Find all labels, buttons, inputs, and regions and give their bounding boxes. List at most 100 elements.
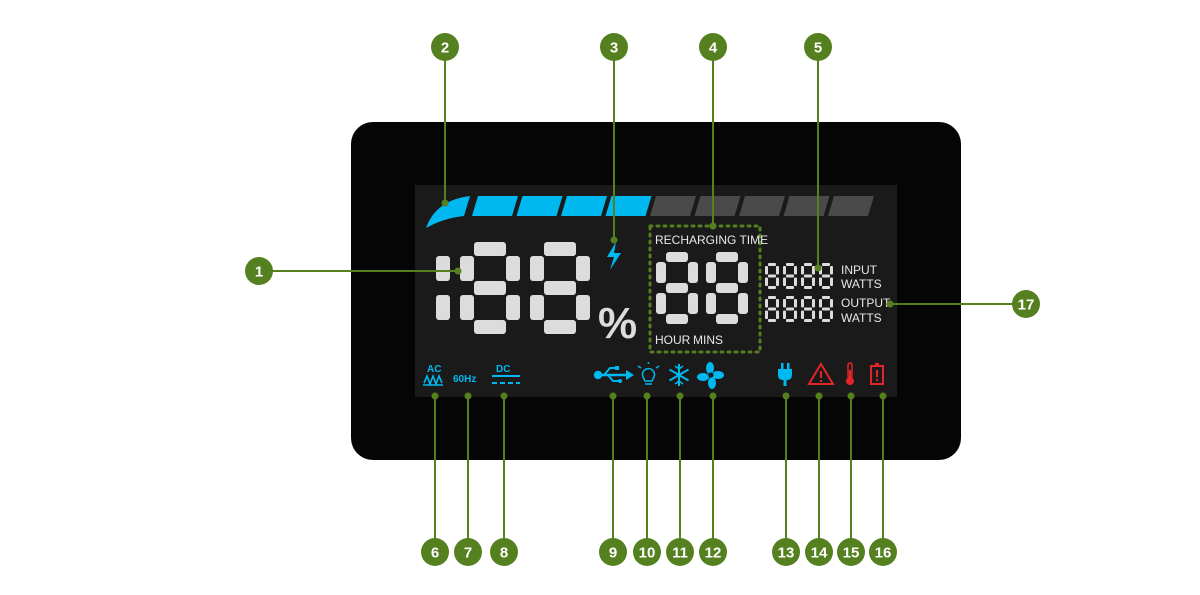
callout-marker	[804, 33, 832, 61]
callout-marker	[600, 33, 628, 61]
recharging-time-highlight	[648, 224, 762, 354]
callout-number: 17	[1018, 297, 1035, 314]
input-watts-label: WATTS	[841, 277, 882, 291]
thermometer-icon	[846, 362, 854, 385]
callout-anchor-dot	[500, 392, 508, 400]
battery-bar-segment	[783, 196, 830, 216]
callout-number: 5	[814, 40, 822, 57]
percent-sign: %	[598, 299, 637, 348]
input-label: INPUT	[841, 263, 878, 277]
callout-number: 11	[672, 545, 688, 562]
callout-number: 6	[431, 545, 439, 562]
lcd-digit	[436, 256, 450, 320]
callout-marker	[245, 257, 273, 285]
battery-bar-segment	[561, 196, 607, 216]
callout-marker	[666, 538, 694, 566]
lcd-digit	[765, 296, 779, 322]
callout-anchor-dot	[464, 392, 472, 400]
callout-anchor-dot	[454, 267, 462, 275]
callout-marker	[869, 538, 897, 566]
battery-bar-segment	[828, 196, 874, 216]
callout-number: 16	[875, 545, 892, 562]
battery-percentage-digits	[436, 242, 590, 334]
lcd-digit	[801, 296, 815, 322]
input-watts-digits	[765, 263, 833, 289]
battery-bar-segment	[516, 196, 563, 216]
callout-marker	[454, 538, 482, 566]
callout-marker	[772, 538, 800, 566]
mins-label: MINS	[693, 333, 723, 347]
callout-marker	[599, 538, 627, 566]
recharging-time-label: RECHARGING TIME	[655, 233, 768, 247]
callout-anchor-dot	[879, 392, 887, 400]
lcd-digit	[783, 263, 797, 289]
callout-marker	[490, 538, 518, 566]
battery-bar-segment	[605, 196, 652, 216]
fan-icon	[697, 362, 724, 389]
callout-number: 10	[639, 545, 656, 562]
callout-number: 4	[709, 40, 718, 57]
lcd-digit	[656, 252, 698, 324]
battery-bar-segment	[650, 196, 696, 216]
callout-anchor-dot	[643, 392, 651, 400]
lcd-digit	[765, 263, 779, 289]
callout-marker	[699, 538, 727, 566]
callout-number: 1	[255, 264, 263, 281]
callout-marker	[421, 538, 449, 566]
lcd-digit	[706, 252, 748, 324]
callout-marker	[431, 33, 459, 61]
callout-number: 13	[778, 545, 795, 562]
battery-bar-segment	[739, 196, 785, 216]
callout-anchor-dot	[886, 300, 894, 308]
callout-number: 9	[609, 545, 617, 562]
lcd-digit	[783, 296, 797, 322]
callout-number: 2	[441, 40, 449, 57]
callout-anchor-dot	[782, 392, 790, 400]
usb-icon	[593, 366, 634, 383]
lcd-digit	[460, 242, 520, 334]
callout-marker	[1012, 290, 1040, 318]
output-label: OUTPUT	[841, 296, 891, 310]
battery-level-bar	[426, 196, 874, 228]
lcd-digit	[819, 296, 833, 322]
output-watts-digits	[765, 296, 833, 322]
callout-marker	[699, 33, 727, 61]
recharging-time-digits	[656, 252, 748, 324]
output-watts-label: WATTS	[841, 311, 882, 325]
warning-triangle-icon	[807, 362, 835, 385]
callout-anchor-dot	[709, 222, 717, 230]
lightning-icon	[607, 242, 621, 270]
callout-number: 14	[811, 545, 828, 562]
callout-marker	[633, 538, 661, 566]
lcd-digit	[530, 242, 590, 334]
snowflake-icon	[668, 364, 690, 386]
callout-number: 3	[610, 40, 618, 57]
callout-anchor-dot	[431, 392, 439, 400]
dc-label: DC	[496, 364, 510, 375]
lcd-digit	[801, 263, 815, 289]
plug-icon	[778, 363, 792, 386]
callout-anchor-dot	[441, 199, 449, 207]
callout-marker	[805, 538, 833, 566]
callout-number: 7	[464, 545, 472, 562]
light-bulb-icon	[637, 362, 660, 385]
battery-bar-segment	[426, 196, 470, 228]
ac-wave-icon	[423, 373, 443, 387]
battery-alert-icon	[870, 363, 884, 385]
callout-anchor-dot	[609, 392, 617, 400]
callout-anchor-dot	[815, 392, 823, 400]
callout-anchor-dot	[847, 392, 855, 400]
battery-bar-segment	[694, 196, 741, 216]
callout-anchor-dot	[814, 264, 822, 272]
callout-number: 15	[843, 545, 860, 562]
callout-marker	[837, 538, 865, 566]
callout-number: 8	[500, 545, 508, 562]
frequency-label: 60Hz	[453, 374, 476, 385]
ac-label: AC	[427, 364, 441, 375]
callout-anchor-dot	[709, 392, 717, 400]
battery-bar-segment	[472, 196, 518, 216]
callout-anchor-dot	[676, 392, 684, 400]
hour-label: HOUR	[655, 333, 691, 347]
